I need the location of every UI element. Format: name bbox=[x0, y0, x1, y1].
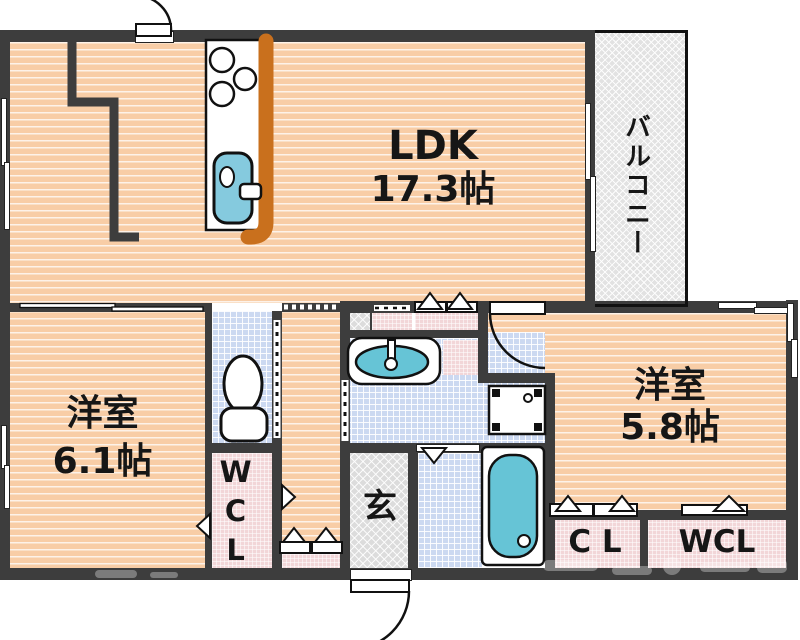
wcl-left-floor bbox=[212, 453, 282, 568]
corridor-closet-floor bbox=[278, 550, 342, 568]
wall bbox=[408, 447, 418, 568]
balcony-rail bbox=[595, 30, 688, 33]
window bbox=[718, 302, 757, 309]
wall bbox=[340, 330, 482, 338]
wall bbox=[640, 510, 648, 568]
washbasin-icon bbox=[346, 336, 442, 386]
corridor-floor bbox=[282, 311, 340, 568]
bathroom-door bbox=[416, 444, 480, 452]
entrance-label: 玄 bbox=[363, 487, 397, 527]
door-direction-icon bbox=[195, 511, 211, 541]
folding-door-icon bbox=[549, 494, 638, 517]
washing-machine-pan-icon bbox=[487, 384, 547, 436]
closet-c-floor bbox=[443, 340, 478, 375]
bathtub-icon bbox=[480, 445, 546, 567]
balcony-sliding-door bbox=[590, 176, 596, 252]
balcony-floor bbox=[595, 33, 686, 305]
closet-cl-floor bbox=[548, 518, 640, 568]
bedroom-left-size-label: 6.1帖 bbox=[52, 441, 153, 482]
balcony-label: バルコニー bbox=[620, 112, 651, 258]
sliding-door-icon bbox=[19, 302, 204, 312]
folding-door-icon bbox=[681, 494, 748, 516]
watermark-artifact bbox=[700, 563, 750, 572]
bathroom-floor bbox=[412, 447, 482, 568]
wall bbox=[478, 301, 488, 383]
bedroom-right-floor bbox=[545, 313, 786, 510]
wall bbox=[478, 373, 555, 383]
window bbox=[4, 465, 10, 509]
watermark-artifact bbox=[757, 559, 787, 573]
window bbox=[787, 303, 794, 342]
door-direction-icon bbox=[281, 482, 297, 512]
watermark-artifact bbox=[150, 572, 178, 578]
watermark-artifact bbox=[543, 560, 598, 571]
wcl-right-label: WCL bbox=[678, 524, 756, 560]
balcony-rail bbox=[685, 30, 688, 307]
wall bbox=[205, 303, 212, 568]
window bbox=[791, 339, 798, 378]
wall bbox=[545, 373, 555, 568]
folding-door-icon bbox=[414, 291, 478, 313]
folding-door-icon bbox=[279, 526, 343, 554]
swing-door-arc-icon bbox=[488, 301, 546, 370]
balcony-rail bbox=[595, 304, 688, 307]
ldk-floor bbox=[10, 42, 585, 303]
kitchen-partition-wall bbox=[67, 40, 139, 242]
window bbox=[4, 162, 10, 230]
wall bbox=[205, 443, 282, 453]
wall bbox=[545, 510, 786, 520]
kitchen-sink-icon bbox=[212, 151, 263, 225]
swing-door-arc-icon bbox=[135, 0, 173, 37]
stove-burner-icon bbox=[208, 46, 258, 108]
bedroom-left-label: 洋室 bbox=[66, 393, 139, 434]
ldk-label: LDK bbox=[388, 123, 478, 169]
closet-a-floor bbox=[372, 311, 412, 332]
bedroom-right-label: 洋室 bbox=[633, 365, 706, 406]
watermark-artifact bbox=[663, 557, 681, 575]
watermark-artifact bbox=[612, 566, 652, 575]
door-direction-icon bbox=[419, 447, 449, 465]
swing-door-arc-icon bbox=[350, 579, 411, 640]
closet-b-floor bbox=[415, 311, 478, 332]
wall bbox=[272, 311, 282, 568]
entrance-floor bbox=[350, 447, 410, 568]
watermark-artifact bbox=[95, 570, 137, 578]
balcony-sliding-door bbox=[585, 103, 591, 180]
bedroom-left-floor bbox=[10, 311, 205, 568]
bedroom-right-size-label: 5.8帖 bbox=[620, 407, 720, 448]
ldk-size-label: 17.3帖 bbox=[370, 169, 496, 210]
closet-label: C L bbox=[568, 524, 622, 560]
wcl-right-floor bbox=[648, 518, 786, 568]
wcl-left-label: WCL bbox=[218, 454, 253, 572]
toilet-icon bbox=[219, 354, 269, 443]
